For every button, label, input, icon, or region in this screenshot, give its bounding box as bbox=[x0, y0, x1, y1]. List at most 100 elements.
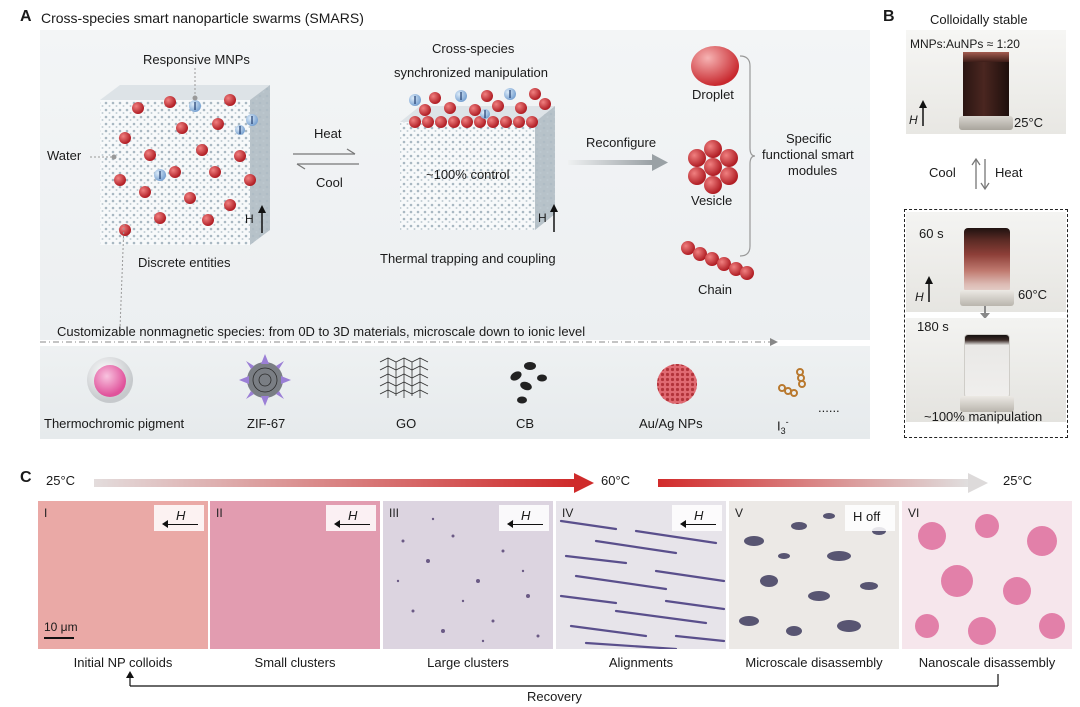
iodide-icon bbox=[778, 368, 806, 397]
micrograph-num-6: VI bbox=[908, 506, 920, 520]
vesicle-illustration bbox=[688, 140, 738, 194]
cool-heat-arrows-b bbox=[971, 157, 990, 191]
micrograph-large-clusters: III H bbox=[383, 501, 553, 649]
vial-dark bbox=[963, 56, 1009, 126]
field-arrow-icon-3 bbox=[507, 518, 543, 530]
species-label-more: ...... bbox=[818, 400, 840, 415]
cross-species-label-1: Cross-species bbox=[432, 41, 515, 56]
micrograph-initial: I H 10 μm bbox=[38, 501, 208, 649]
field-label-3: H bbox=[521, 508, 531, 523]
recovery-label: Recovery bbox=[527, 689, 582, 704]
cross-species-label-2: synchronized manipulation bbox=[394, 65, 548, 80]
species-strip-background bbox=[40, 346, 870, 439]
vial-meniscus bbox=[963, 52, 1009, 62]
chain-label: Chain bbox=[698, 282, 732, 297]
colloid-photo-60s bbox=[906, 212, 1066, 312]
recovery-bracket bbox=[126, 671, 999, 687]
micrograph-num-3: III bbox=[389, 506, 400, 520]
field-label-4: H bbox=[694, 508, 704, 523]
h-field-label-1: H bbox=[245, 212, 254, 226]
field-box-1: H bbox=[154, 505, 204, 531]
droplet-label: Droplet bbox=[692, 87, 734, 102]
field-box-4: H bbox=[672, 505, 722, 531]
cool-label: Cool bbox=[316, 175, 343, 190]
iodide-subscript: 3 bbox=[780, 425, 786, 436]
scale-bar bbox=[44, 637, 74, 639]
trapped-cube-illustration bbox=[400, 88, 555, 230]
zif-67-icon bbox=[239, 354, 291, 406]
field-arrow-icon-4 bbox=[680, 518, 716, 530]
thermochromic-pigment-icon bbox=[87, 357, 133, 403]
microscale-blots bbox=[739, 513, 886, 636]
temp-start-label: 25°C bbox=[46, 473, 76, 488]
heating-gradient-arrow bbox=[94, 473, 594, 493]
water-leader-line bbox=[90, 154, 117, 160]
heat-cool-arrows bbox=[293, 148, 359, 170]
temp-end-label: 25°C bbox=[1003, 473, 1033, 488]
micrograph-nanoscale-disassembly: VI bbox=[902, 501, 1072, 649]
customizable-label: Customizable nonmagnetic species: from 0… bbox=[57, 324, 586, 339]
vesicle-label: Vesicle bbox=[691, 193, 733, 208]
micrograph-small-clusters: II H bbox=[210, 501, 380, 649]
chain-illustration bbox=[681, 241, 754, 280]
micrograph-num-1: I bbox=[44, 506, 48, 520]
panel-c-letter: C bbox=[20, 469, 32, 486]
go-icon bbox=[379, 357, 429, 398]
field-off-label: H off bbox=[853, 509, 881, 524]
specific-label-3: modules bbox=[788, 163, 838, 178]
ratio-label: MNPs:AuNPs ≈ 1:20 bbox=[910, 37, 1020, 51]
vial-60s bbox=[964, 228, 1010, 294]
modules-bracket bbox=[739, 55, 756, 257]
panel-a-letter: A bbox=[20, 8, 32, 25]
iodide-superscript: - bbox=[785, 417, 789, 427]
vial-60s-base bbox=[960, 290, 1014, 306]
caption-initial: Initial NP colloids bbox=[73, 655, 173, 670]
caption-alignments: Alignments bbox=[608, 655, 674, 670]
species-label-iodide: I3- bbox=[777, 417, 789, 436]
micrograph-num-4: IV bbox=[562, 506, 574, 520]
temp-25-label-b: 25°C bbox=[1014, 115, 1044, 130]
mnps-leader-line bbox=[192, 68, 198, 101]
specific-label-2: functional smart bbox=[762, 147, 854, 162]
temp-60-label-b: 60°C bbox=[1018, 287, 1048, 302]
time-60s-label: 60 s bbox=[919, 226, 944, 241]
vial-base bbox=[959, 116, 1013, 130]
field-box-3: H bbox=[499, 505, 549, 531]
customizable-dashed-arrow bbox=[40, 338, 778, 346]
cooling-gradient-arrow bbox=[658, 473, 988, 493]
micrograph-num-5: V bbox=[735, 506, 744, 520]
field-arrow-icon-1 bbox=[162, 518, 198, 530]
customizable-leader-line bbox=[119, 224, 125, 329]
specific-label-1: Specific bbox=[786, 131, 832, 146]
h-field-arrow-b1 bbox=[919, 100, 927, 126]
field-off-box: H off bbox=[845, 505, 895, 531]
species-label-au-ag: Au/Ag NPs bbox=[639, 416, 703, 431]
responsive-mnps-label: Responsive MNPs bbox=[143, 52, 250, 67]
colloid-photo-top bbox=[906, 30, 1066, 134]
caption-small-clusters: Small clusters bbox=[254, 655, 336, 670]
heated-dashed-box bbox=[904, 209, 1068, 438]
field-box-2: H bbox=[326, 505, 376, 531]
iodide-base: I bbox=[777, 418, 781, 434]
caption-microscale: Microscale disassembly bbox=[745, 655, 883, 670]
down-arrow-b bbox=[980, 306, 990, 319]
temp-mid-label: 60°C bbox=[601, 473, 631, 488]
large-clusters-dots bbox=[396, 517, 540, 643]
h-field-arrow-b2 bbox=[925, 276, 933, 302]
au-ag-nps-icon bbox=[657, 364, 697, 404]
vial-180s-base bbox=[960, 396, 1014, 412]
h-field-label-b1: H bbox=[909, 113, 918, 127]
cool-label-b: Cool bbox=[929, 165, 956, 180]
panel-b-title: Colloidally stable bbox=[930, 12, 1028, 27]
alignment-streaks bbox=[559, 519, 726, 649]
colloid-photo-180s bbox=[906, 318, 1066, 422]
reconfigure-label: Reconfigure bbox=[586, 135, 657, 150]
discrete-cube-illustration bbox=[100, 85, 270, 245]
droplet-illustration bbox=[691, 46, 739, 86]
panel-b-letter: B bbox=[883, 8, 895, 25]
water-label: Water bbox=[47, 148, 82, 163]
heat-label-b: Heat bbox=[995, 165, 1023, 180]
nanoscale-blots bbox=[915, 514, 1065, 645]
micrograph-num-2: II bbox=[216, 506, 223, 520]
h-field-label-b2: H bbox=[915, 290, 924, 304]
